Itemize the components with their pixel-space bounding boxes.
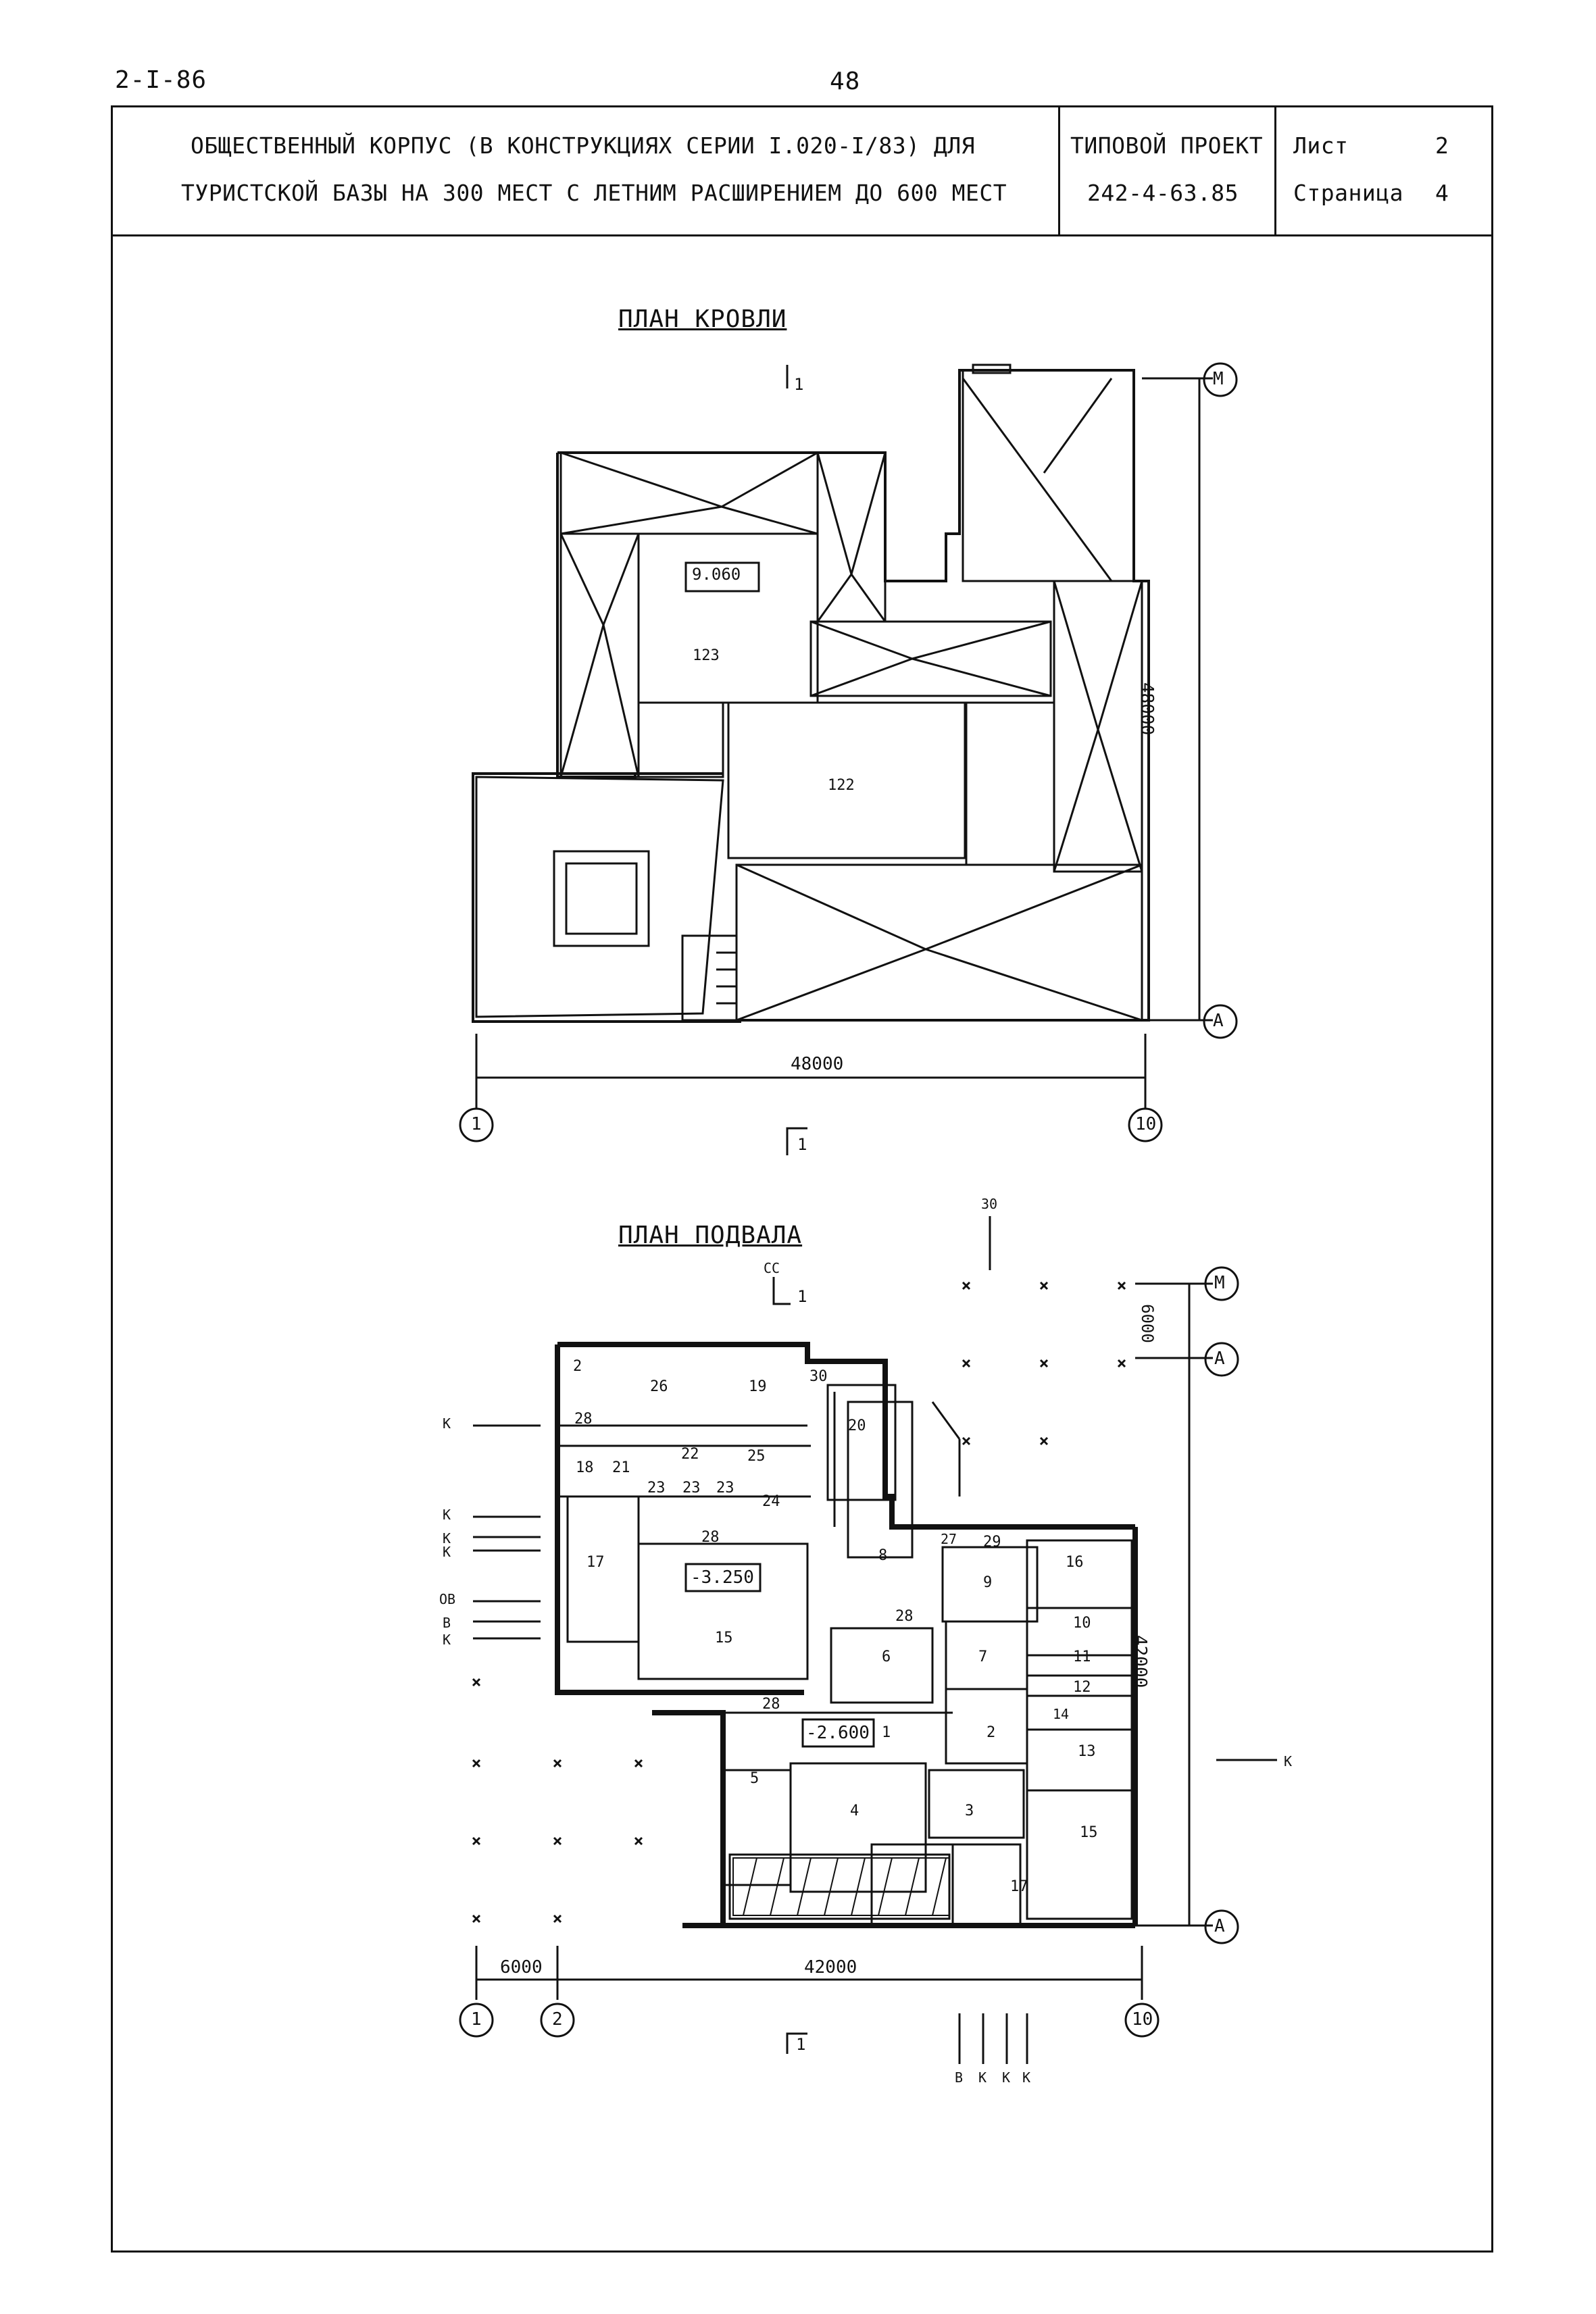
utility-label-k4: К: [443, 1544, 451, 1560]
utility-label-v2: В: [955, 2069, 964, 2086]
title-line-1: ОБЩЕСТВЕННЫЙ КОРПУС (В КОНСТРУКЦИЯХ СЕРИ…: [191, 132, 975, 159]
basement-room-29: 29: [983, 1534, 1001, 1551]
basement-room-15b: 15: [1080, 1824, 1098, 1841]
basement-axis-a-bottom: А: [1214, 1916, 1225, 1936]
roof-plan-drawing: [459, 362, 1238, 1155]
basement-room-23b: 23: [682, 1480, 701, 1496]
basement-room-17b: 17: [1010, 1878, 1028, 1895]
basement-room-2a: 2: [573, 1358, 582, 1375]
basement-room-28d: 28: [762, 1696, 780, 1713]
basement-room-13: 13: [1078, 1743, 1096, 1760]
roof-axis-a: А: [1213, 1011, 1224, 1031]
basement-dim-top-bay: 6000: [1138, 1304, 1157, 1343]
basement-room-20: 20: [848, 1417, 866, 1434]
basement-axis-1: 1: [471, 2009, 482, 2030]
roof-axis-10: 10: [1135, 1114, 1157, 1134]
basement-room-15a: 15: [715, 1630, 733, 1646]
basement-room-5: 5: [750, 1770, 759, 1787]
page-label: Страница: [1293, 180, 1403, 206]
basement-room-24: 24: [762, 1493, 780, 1510]
roof-dim-width: 48000: [791, 1054, 844, 1074]
basement-room-27: 27: [941, 1531, 957, 1547]
basement-room-22: 22: [681, 1446, 699, 1463]
sheet-value: 2: [1435, 132, 1449, 159]
utility-label-ov: ОВ: [439, 1591, 456, 1607]
basement-dim-height: 42000: [1130, 1635, 1150, 1688]
roof-room-123: 123: [693, 647, 720, 664]
sheet-label: Лист: [1293, 132, 1349, 159]
basement-room-30: 30: [809, 1368, 828, 1385]
basement-room-19: 19: [749, 1378, 767, 1395]
utility-label-k8: К: [1002, 2069, 1011, 2086]
basement-room-10: 10: [1073, 1615, 1091, 1632]
roof-elevation-mark: 9.060: [692, 565, 741, 584]
basement-dim-bay: 6000: [500, 1957, 543, 1978]
basement-section-mark-top: 1: [797, 1287, 807, 1306]
basement-room-6: 6: [882, 1649, 891, 1665]
basement-room-28b: 28: [701, 1529, 720, 1546]
basement-room-21: 21: [612, 1459, 630, 1476]
basement-room-18: 18: [576, 1459, 594, 1476]
basement-dim-width: 42000: [804, 1957, 857, 1978]
page-value: 4: [1435, 180, 1449, 206]
roof-plan-title: ПЛАН КРОВЛИ: [618, 305, 787, 333]
utility-label-k5: К: [443, 1632, 451, 1648]
basement-room-8: 8: [878, 1547, 888, 1564]
basement-axis-2: 2: [552, 2009, 563, 2030]
utility-label-k7: К: [978, 2069, 987, 2086]
basement-plan-title: ПЛАН ПОДВАЛА: [618, 1222, 803, 1249]
basement-room-9: 9: [983, 1574, 993, 1591]
roof-axis-m: М: [1213, 369, 1224, 389]
page-frame: [111, 105, 1493, 2253]
basement-room-28a: 28: [574, 1411, 593, 1428]
basement-room-26: 26: [650, 1378, 668, 1395]
basement-room-3: 3: [965, 1803, 974, 1819]
utility-label-k3: К: [443, 1530, 451, 1546]
basement-room-11: 11: [1073, 1649, 1091, 1665]
basement-room-17a: 17: [587, 1554, 605, 1571]
basement-room-23c: 23: [716, 1480, 734, 1496]
basement-room-7: 7: [978, 1649, 988, 1665]
roof-axis-1: 1: [471, 1114, 482, 1134]
utility-label-k2: К: [443, 1507, 451, 1523]
document-code: 2-I-86: [115, 66, 207, 94]
roof-section-mark-bottom: 1: [797, 1135, 807, 1154]
basement-room-1: 1: [882, 1724, 891, 1741]
roof-section-mark-top: 1: [794, 375, 804, 394]
basement-room-25: 25: [747, 1448, 766, 1465]
basement-room-12: 12: [1073, 1679, 1091, 1696]
utility-label-k6: К: [1284, 1753, 1293, 1769]
basement-room-28c: 28: [895, 1608, 914, 1625]
project-label: ТИПОВОЙ ПРОЕКТ: [1070, 132, 1264, 159]
roof-room-122: 122: [828, 777, 855, 794]
basement-axis-10: 10: [1132, 2009, 1153, 2030]
basement-elevation-main: -3.250: [691, 1567, 754, 1588]
basement-room-4: 4: [850, 1803, 859, 1819]
utility-label-30: 30: [981, 1196, 998, 1212]
page-number: 48: [830, 68, 861, 95]
basement-elevation-lower: -2.600: [806, 1723, 870, 1743]
project-number: 242-4-63.85: [1087, 180, 1239, 206]
basement-axis-a-top: А: [1214, 1349, 1225, 1369]
utility-label-k1: К: [443, 1415, 451, 1432]
basement-room-14: 14: [1053, 1706, 1070, 1722]
title-line-2: ТУРИСТСКОЙ БАЗЫ НА 300 МЕСТ С ЛЕТНИМ РАС…: [181, 180, 1007, 206]
basement-room-23a: 23: [647, 1480, 666, 1496]
title-block: ОБЩЕСТВЕННЫЙ КОРПУС (В КОНСТРУКЦИЯХ СЕРИ…: [111, 105, 1493, 236]
basement-section-mark-bottom: 1: [796, 2035, 806, 2054]
basement-room-2b: 2: [987, 1724, 996, 1741]
basement-room-16: 16: [1066, 1554, 1084, 1571]
basement-axis-m: М: [1214, 1273, 1225, 1293]
utility-label-ss: СС: [764, 1260, 780, 1276]
utility-label-v1: В: [443, 1615, 451, 1631]
utility-label-k9: К: [1022, 2069, 1031, 2086]
